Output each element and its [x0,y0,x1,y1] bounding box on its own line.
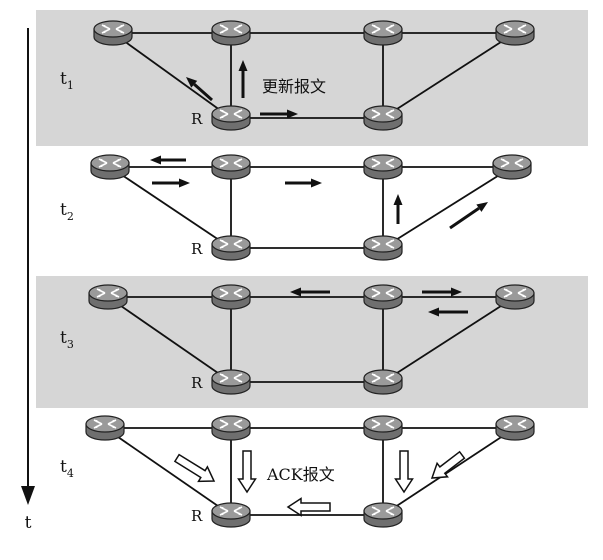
link-t1-r4-r6 [382,32,516,119]
router-t4-R [211,502,251,528]
router-t4-r4 [495,415,535,441]
link-t2-r1-R [109,166,232,249]
stage-label-base: t [60,69,67,89]
router-t3-R [211,369,251,395]
message-arrow-t4-4 [430,450,466,479]
message-arrow-t3-2 [422,287,462,297]
router-t2-r4 [492,154,532,180]
link-t1-r1-R [112,32,232,119]
stage-label-sub: 3 [67,338,74,351]
root-label-t1: R [191,110,203,128]
link-t4-r4-r6 [382,427,516,516]
message-arrow-t4-2 [237,450,257,494]
link-t2-r4-r6 [382,166,513,249]
root-label-t3: R [191,374,203,392]
message-arrow-t3-1 [290,287,330,297]
message-arrow-t2-4 [393,194,403,224]
stage-label-sub: 4 [67,467,74,480]
router-t2-R [211,235,251,261]
router-t4-r6 [363,502,403,528]
root-label-t2: R [191,240,203,258]
router-t1-r6 [363,105,403,131]
stage-label-t4: t4 [60,457,74,480]
stage-label-t1: t1 [60,69,74,92]
router-t1-r2 [211,20,251,46]
router-t3-r1 [88,284,128,310]
router-t1-r1 [93,20,133,46]
message-label-t4: ACK报文 [266,465,335,484]
time-axis-label: t [25,513,32,533]
router-t2-r1 [90,154,130,180]
link-t4-r1-R [104,427,232,516]
router-t2-r3 [363,154,403,180]
stage-label-base: t [60,200,67,220]
message-arrow-t1-3 [260,109,298,119]
message-arrow-t1-1 [186,77,213,102]
message-arrow-t4-1 [173,453,216,483]
stage-label-sub: 1 [67,79,74,92]
router-t3-r4 [495,284,535,310]
message-arrow-t4-5 [286,497,331,517]
stage-label-base: t [60,328,67,348]
router-t1-r3 [363,20,403,46]
router-t4-r2 [211,415,251,441]
stage-label-t2: t2 [60,200,74,223]
router-t4-r1 [85,415,125,441]
message-arrow-t1-2 [238,60,248,98]
router-t1-r4 [495,20,535,46]
router-t3-r6 [363,369,403,395]
message-arrow-t3-3 [428,307,468,317]
message-label-t1: 更新报文 [262,77,326,96]
router-t1-R [211,105,251,131]
link-t3-r1-R [107,296,232,383]
time-axis-arrowhead [21,486,35,505]
message-arrow-t2-3 [285,178,322,188]
router-t2-r6 [363,235,403,261]
link-t3-r4-r6 [382,296,516,383]
message-arrow-t2-5 [449,202,488,230]
router-t4-r3 [363,415,403,441]
router-t3-r2 [211,284,251,310]
root-label-t4: R [191,507,203,525]
message-arrow-t4-3 [394,450,414,494]
stage-label-sub: 2 [67,210,74,223]
stage-label-t3: t3 [60,328,74,351]
message-arrow-t2-1 [150,155,186,165]
message-arrow-t2-2 [152,178,190,188]
router-t3-r3 [363,284,403,310]
stage-label-base: t [60,457,67,477]
router-t2-r2 [211,154,251,180]
